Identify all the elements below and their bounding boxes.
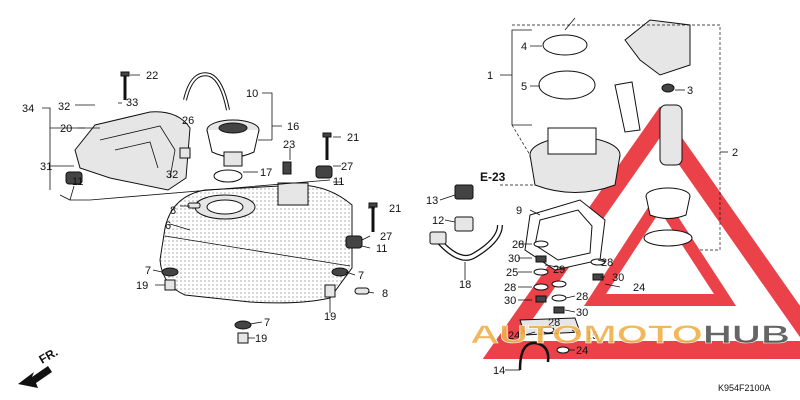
callout-8b: 8 — [382, 288, 388, 300]
callout-9: 9 — [516, 205, 522, 217]
callout-27b: 27 — [380, 231, 392, 243]
fuel-hose — [429, 184, 503, 261]
front-arrow-icon: FR. — [18, 345, 60, 388]
clips — [161, 202, 370, 344]
callout-24a: 24 — [633, 282, 645, 294]
callout-33: 33 — [126, 97, 138, 109]
callout-21b: 21 — [389, 203, 401, 215]
callout-8a: 8 — [170, 205, 176, 217]
gasket-17 — [213, 169, 243, 183]
callout-25: 25 — [506, 267, 518, 279]
callout-11b: 11 — [333, 176, 344, 188]
callout-24b: 24 — [508, 330, 520, 342]
callout-22: 22 — [146, 70, 158, 82]
bolts — [120, 71, 378, 232]
callout-19a: 19 — [136, 280, 148, 292]
callout-26: 26 — [182, 115, 194, 127]
section-ref: E-23 — [480, 170, 506, 184]
callout-30d: 30 — [612, 272, 624, 284]
callout-7c: 7 — [264, 317, 270, 329]
callout-27a: 27 — [341, 161, 353, 173]
callout-19c: 19 — [255, 333, 267, 345]
callout-28a: 28 — [512, 239, 524, 251]
filler-cap — [206, 119, 260, 167]
callout-28c: 28 — [576, 291, 588, 303]
callout-32b: 32 — [166, 169, 178, 181]
leader-lines — [42, 17, 728, 371]
callout-16: 16 — [287, 121, 299, 133]
callout-30b: 30 — [504, 295, 516, 307]
bracket — [518, 317, 581, 371]
tank-cover — [74, 111, 191, 191]
callout-29: 29 — [553, 264, 565, 276]
breather-tube — [183, 72, 230, 111]
callout-30a: 30 — [508, 253, 520, 265]
callout-24c: 24 — [576, 345, 588, 357]
callout-11a: 11 — [72, 176, 83, 188]
rubber-mounts — [65, 147, 363, 249]
callout-31: 31 — [40, 161, 52, 173]
callout-11c: 11 — [376, 243, 387, 255]
callout-20: 20 — [60, 123, 72, 135]
front-label: FR. — [37, 345, 61, 367]
pump-assembly — [529, 19, 693, 247]
callout-3: 3 — [687, 85, 693, 97]
callout-19b: 19 — [324, 311, 336, 323]
callout-23: 23 — [283, 139, 295, 151]
callout-7b: 7 — [358, 270, 364, 282]
callout-32a: 32 — [58, 101, 70, 113]
callout-12: 12 — [432, 215, 444, 227]
callout-5: 5 — [521, 81, 527, 93]
callout-21a: 21 — [347, 132, 359, 144]
callout-28e: 28 — [601, 257, 613, 269]
callout-7a: 7 — [145, 265, 151, 277]
callout-6: 6 — [165, 220, 171, 232]
callout-4: 4 — [521, 41, 527, 53]
callout-labels: 1 2 3 4 5 6 7 7 7 8 8 9 10 11 11 11 12 1… — [22, 41, 771, 393]
callout-28b: 28 — [504, 282, 516, 294]
callout-28d: 28 — [548, 317, 560, 329]
callout-34: 34 — [22, 103, 34, 115]
callout-15: 15 — [586, 330, 598, 342]
callout-1: 1 — [487, 70, 493, 82]
callout-10: 10 — [246, 88, 258, 100]
callout-18: 18 — [459, 279, 471, 291]
callout-30c: 30 — [576, 307, 588, 319]
diagram-code: K954F2100A — [718, 383, 771, 393]
callout-17: 17 — [260, 167, 272, 179]
callout-14: 14 — [493, 365, 505, 377]
callout-13: 13 — [426, 195, 438, 207]
callout-2: 2 — [732, 147, 738, 159]
fuel-tank — [159, 182, 353, 304]
